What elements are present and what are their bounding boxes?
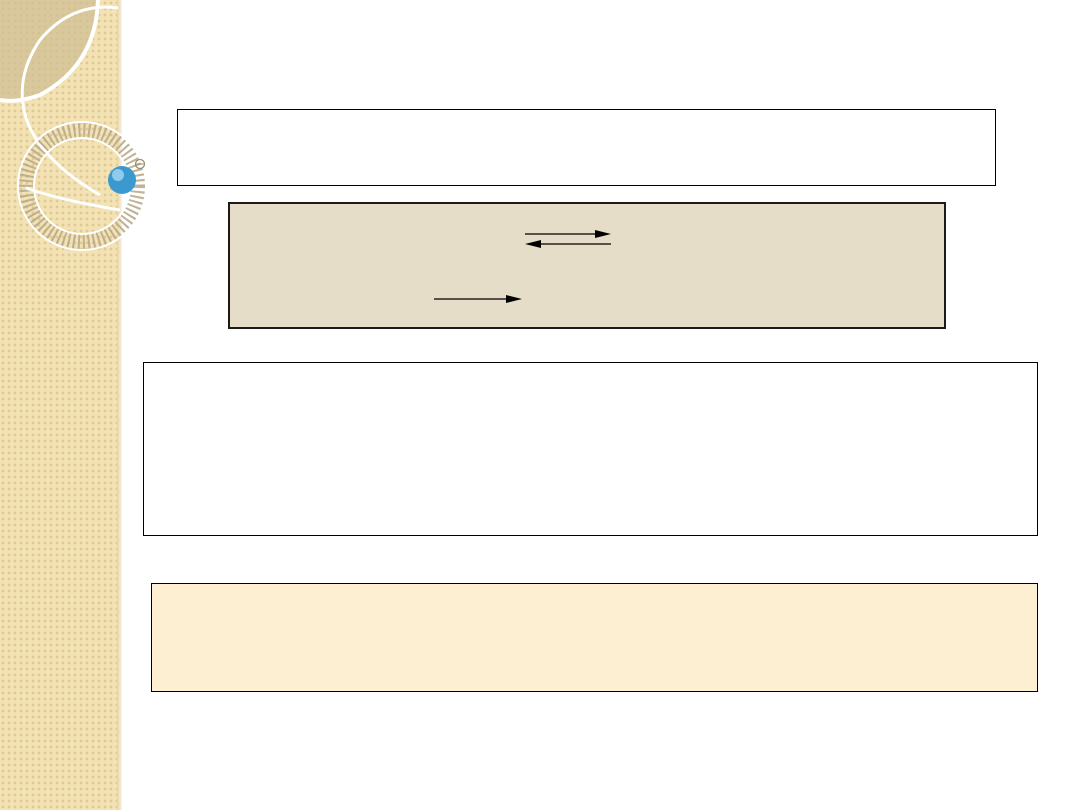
reaction-arrow-icon xyxy=(434,295,522,303)
side-strip-edge xyxy=(117,0,122,810)
highlight-box xyxy=(151,583,1038,692)
text-box-1 xyxy=(177,109,996,186)
text-box-3 xyxy=(143,362,1038,536)
decorative-rings-icon xyxy=(0,0,147,251)
equilibrium-arrows-icon xyxy=(525,230,611,248)
reaction-box xyxy=(228,202,946,329)
